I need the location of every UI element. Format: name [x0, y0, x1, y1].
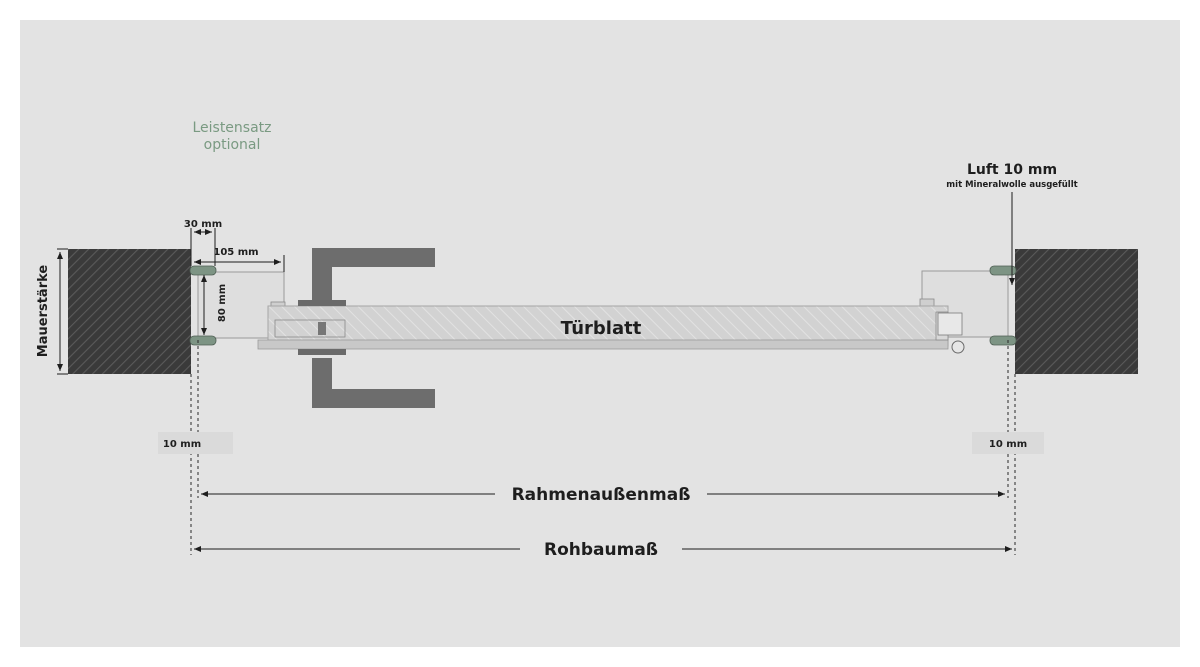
label-luft-sub: mit Mineralwolle ausgefüllt	[946, 180, 1077, 190]
label-dim-105: 105 mm	[213, 247, 258, 258]
lock-mechanism	[274, 319, 346, 338]
label-tuerblatt: Türblatt	[561, 318, 642, 339]
door-frame-diagram: Mauerstärke	[36, 120, 1138, 560]
gap-right-box	[972, 432, 1044, 454]
label-leistensatz-line2: optional	[204, 137, 261, 153]
wall-right	[1015, 249, 1138, 374]
label-mauerstaerke: Mauerstärke	[36, 265, 51, 358]
label-rohbaumass: Rohbaumaß	[544, 540, 658, 560]
label-gap-left: 10 mm	[163, 439, 201, 450]
gap-left-box	[158, 432, 233, 454]
label-gap-right: 10 mm	[989, 439, 1027, 450]
dim-30mm	[190, 228, 216, 266]
dim-105mm	[194, 255, 285, 272]
wall-left	[68, 249, 191, 374]
wall-thickness-dimension	[57, 248, 68, 375]
reference-lines	[190, 340, 1016, 555]
diagram-canvas: Mauerstärke	[20, 20, 1180, 647]
label-dim-30: 30 mm	[184, 219, 222, 230]
label-rahmenaussenmass: Rahmenaußenmaß	[512, 485, 691, 505]
hinge	[937, 312, 965, 354]
seal-left	[189, 265, 217, 346]
label-luft: Luft 10 mm	[967, 162, 1057, 178]
seal-right	[989, 265, 1017, 346]
label-dim-80: 80 mm	[217, 284, 228, 322]
door-handle	[298, 248, 435, 408]
label-leistensatz-line1: Leistensatz	[192, 120, 271, 136]
